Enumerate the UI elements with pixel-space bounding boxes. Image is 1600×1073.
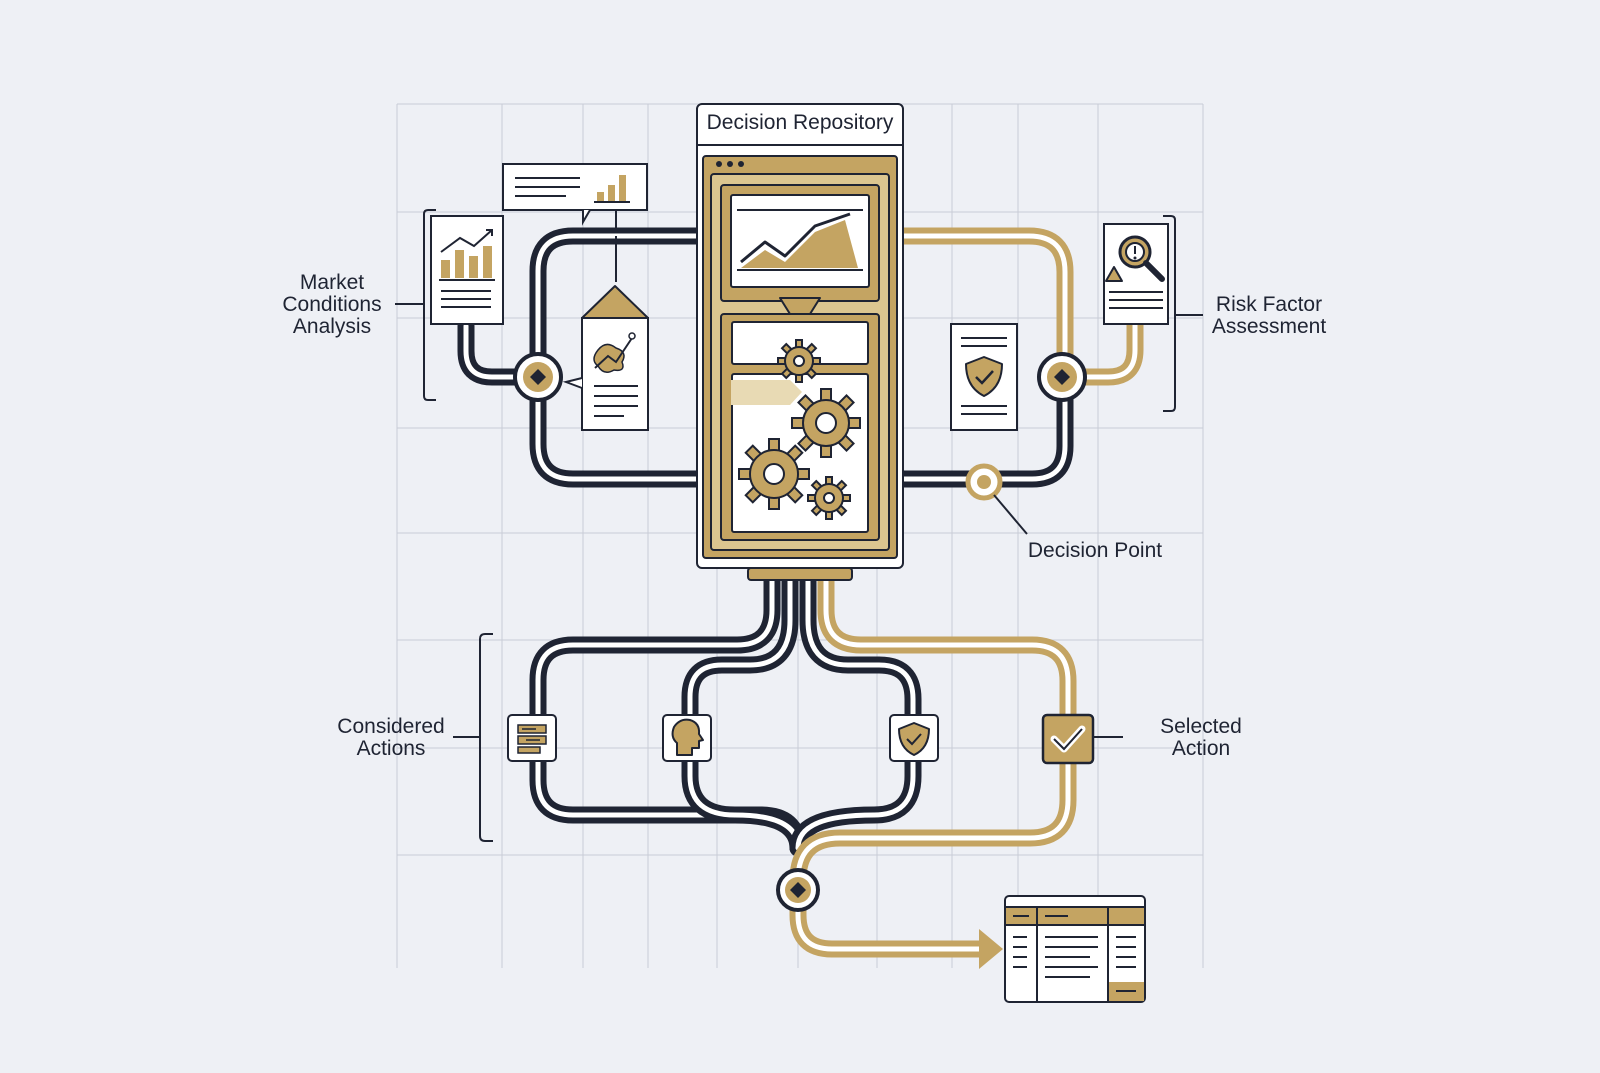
action-option-1	[507, 714, 557, 762]
action-option-3	[889, 714, 939, 762]
risk-assessment-flow	[881, 227, 1144, 488]
arrow-icon	[979, 929, 1003, 969]
decision-point-label: Decision Point	[1027, 539, 1163, 562]
selected-action-box	[1041, 713, 1095, 765]
gear-icon	[807, 476, 851, 520]
market-conditions-label: Market Conditions Analysis	[282, 271, 382, 338]
decision-point-marker	[965, 463, 1003, 501]
market-report-document	[430, 215, 504, 325]
junction-node-bottom	[776, 868, 820, 912]
action-option-2	[662, 714, 712, 762]
selected-action-label: Selected Action	[1160, 715, 1242, 760]
repository-title: Decision Repository	[706, 111, 894, 134]
head-profile-icon	[671, 718, 704, 756]
considered-actions-label: Considered Actions	[337, 715, 445, 760]
analysis-document	[562, 285, 649, 431]
risk-report-document	[1103, 223, 1169, 325]
junction-node-left	[513, 352, 563, 402]
gear-icon	[791, 388, 861, 458]
shield-document	[950, 323, 1018, 431]
gear-icon	[777, 339, 821, 383]
bar-chart-icon	[594, 175, 630, 203]
shield-check-icon	[898, 722, 930, 756]
junction-node-right	[1037, 352, 1087, 402]
line-chart-icon	[439, 229, 495, 281]
repository-base	[747, 567, 853, 581]
leader-lines	[395, 303, 1203, 738]
document-icon	[517, 724, 547, 754]
magnifier-warning-icon	[1105, 235, 1165, 282]
brackets	[423, 209, 1176, 842]
shield-check-icon	[965, 356, 1003, 397]
checkbox-icon	[1050, 725, 1086, 753]
table-icon	[1005, 906, 1145, 1002]
risk-factor-label: Risk Factor Assessment	[1211, 293, 1327, 338]
summary-card	[502, 163, 648, 282]
gear-icon	[738, 438, 810, 510]
output-table	[1004, 895, 1146, 1003]
